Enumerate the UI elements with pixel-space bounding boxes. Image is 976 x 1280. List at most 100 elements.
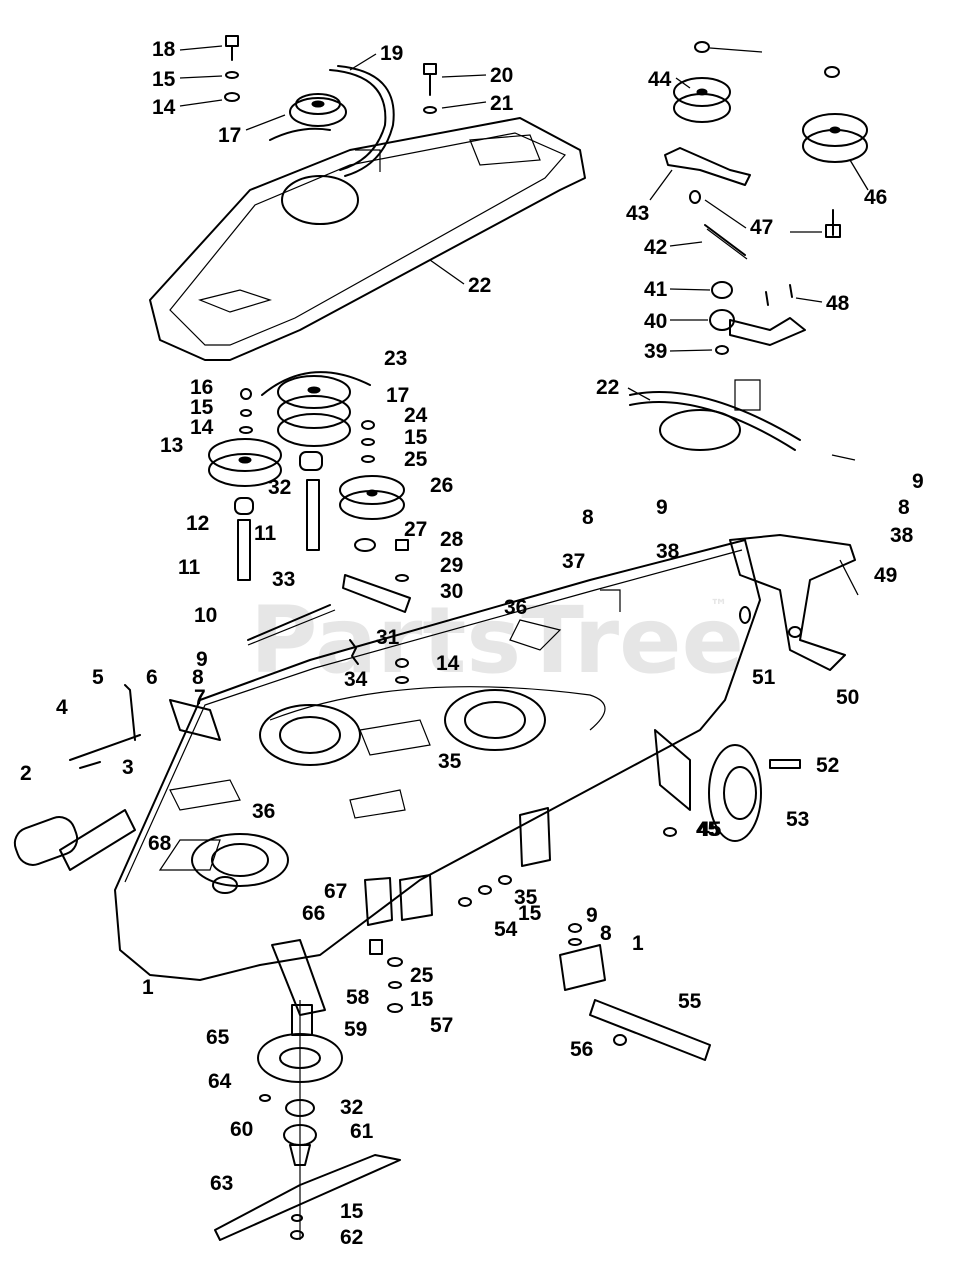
callout: 1 <box>632 932 644 955</box>
callout: 42 <box>644 236 667 259</box>
callout: 58 <box>346 986 370 1009</box>
callout: 25 <box>410 964 434 987</box>
left-parts <box>13 684 141 866</box>
callout: 11 <box>178 556 201 579</box>
callout: 31 <box>376 626 400 649</box>
spindle-assembly <box>214 1000 401 1241</box>
callout: 19 <box>380 42 403 65</box>
top-pulley-assembly <box>269 65 395 177</box>
leader-lines <box>179 45 869 596</box>
callout: 47 <box>750 216 773 239</box>
fasteners-top <box>224 35 437 114</box>
mower-deck <box>114 539 761 981</box>
callout: 22 <box>468 274 491 297</box>
callout: 15 <box>404 426 428 449</box>
callout: 15 <box>190 396 214 419</box>
callout: 26 <box>430 474 453 497</box>
callout: 29 <box>440 554 463 577</box>
callout: 17 <box>386 384 409 407</box>
callout: 25 <box>404 448 428 471</box>
callout: 8 <box>600 922 612 945</box>
callout: 12 <box>186 512 209 535</box>
callout: 55 <box>678 990 702 1013</box>
callout-labels: 18 15 14 17 19 20 21 22 23 16 15 14 13 1… <box>20 38 924 1249</box>
callout: 14 <box>436 652 460 675</box>
callout: 66 <box>302 902 325 925</box>
callout: 43 <box>626 202 649 225</box>
callout: 62 <box>340 1226 363 1249</box>
idler-assembly <box>208 371 411 646</box>
callout: 15 <box>152 68 176 91</box>
callout: 27 <box>404 518 427 541</box>
callout: 11 <box>254 522 277 545</box>
callout: 36 <box>252 800 275 823</box>
callout: 18 <box>152 38 176 61</box>
callout: 10 <box>194 604 217 627</box>
callout: 15 <box>340 1200 364 1223</box>
callout: 23 <box>384 347 407 370</box>
callout: 38 <box>656 540 680 563</box>
callout: 52 <box>816 754 839 777</box>
callout: 16 <box>190 376 213 399</box>
callout: 44 <box>648 68 672 91</box>
callout: 3 <box>122 756 134 779</box>
callout: 51 <box>752 666 776 689</box>
callout: 4 <box>56 696 68 719</box>
inset-assembly <box>629 41 868 451</box>
callout: 40 <box>644 310 667 333</box>
callout: 48 <box>826 292 850 315</box>
callout: 57 <box>430 1014 453 1037</box>
callout: 7 <box>194 686 206 709</box>
lower-right-parts <box>369 875 711 1061</box>
callout: 32 <box>268 476 291 499</box>
callout: 63 <box>210 1172 233 1195</box>
callout: 6 <box>146 666 158 689</box>
callout: 59 <box>344 1018 367 1041</box>
callout: 24 <box>404 404 428 427</box>
callout: 64 <box>208 1070 232 1093</box>
callout: 9 <box>656 496 668 519</box>
callout: 17 <box>218 124 241 147</box>
callout: 5 <box>92 666 104 689</box>
callout: 9 <box>586 904 598 927</box>
callout: 15 <box>518 902 542 925</box>
right-parts <box>663 534 856 842</box>
callout: 39 <box>644 340 667 363</box>
callout: 1 <box>142 976 154 999</box>
callout: 53 <box>786 808 809 831</box>
callout: 35 <box>514 886 538 909</box>
callout: 30 <box>440 580 463 603</box>
callout: 67 <box>324 880 347 903</box>
callout: 60 <box>230 1118 253 1141</box>
callout: 9 <box>912 470 924 493</box>
watermark: PartsTree <box>250 587 744 694</box>
callout: 32 <box>340 1096 363 1119</box>
deck-brackets <box>59 699 691 1016</box>
callout: 14 <box>152 96 176 119</box>
callout: 45 <box>698 818 722 841</box>
callout: 68 <box>148 832 172 855</box>
watermark-trademark: ™ <box>710 596 728 617</box>
callout: 36 <box>504 596 527 619</box>
callout: 15 <box>410 988 434 1011</box>
callout: 50 <box>836 686 859 709</box>
callout: 14 <box>190 416 214 439</box>
callout: 33 <box>272 568 295 591</box>
callout: 49 <box>874 564 897 587</box>
callout: 41 <box>644 278 668 301</box>
callout: 21 <box>490 92 514 115</box>
callout: 9 <box>196 648 208 671</box>
belt-cover <box>149 117 586 361</box>
callout: 65 <box>206 1026 230 1049</box>
callout: 56 <box>570 1038 593 1061</box>
callout: 61 <box>350 1120 374 1143</box>
callout: 22 <box>596 376 619 399</box>
callout: 2 <box>20 762 32 785</box>
callout: 46 <box>864 186 887 209</box>
callout: 37 <box>562 550 585 573</box>
callout: 45 <box>696 818 720 841</box>
callout: 8 <box>898 496 910 519</box>
callout: 13 <box>160 434 183 457</box>
callout: 28 <box>440 528 464 551</box>
